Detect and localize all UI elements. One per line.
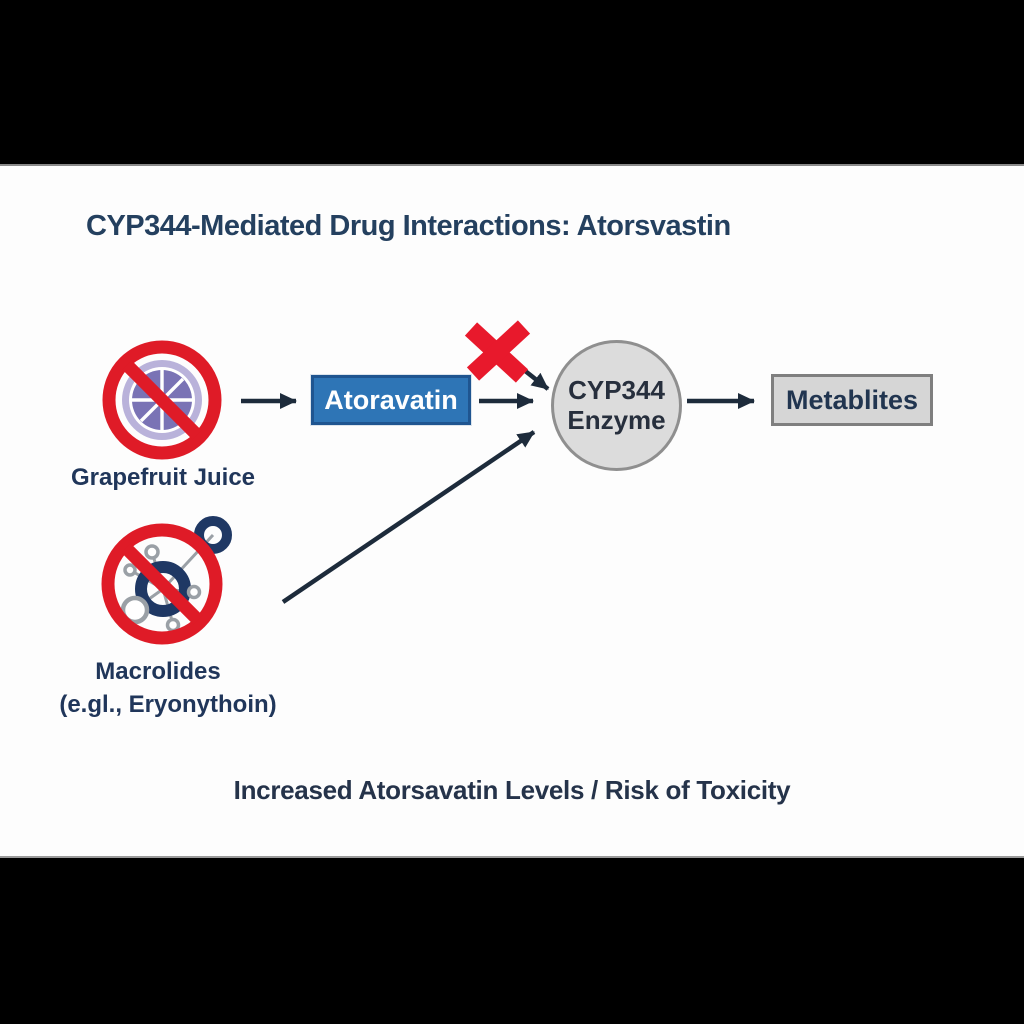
no-grapefruit-icon <box>102 340 222 460</box>
prohibition-sign <box>101 523 223 645</box>
footer-caption: Increased Atorsavatin Levels / Risk of T… <box>233 775 791 805</box>
enzyme-node-label-line2: Enzyme <box>567 404 666 435</box>
drug-node-label: Atoravatin <box>324 384 458 415</box>
macrolides-label: Macrolides <box>95 658 221 685</box>
metabolites-node-label: Metablites <box>785 384 919 415</box>
metabolites-node: Metablites <box>771 374 933 426</box>
grapefruit-label: Grapefruit Juice <box>70 464 256 491</box>
no-macrolide-icon <box>101 516 232 645</box>
diagram-canvas: CYP344-Mediated Drug Interactions: Ators… <box>0 164 1024 858</box>
enzyme-node: CYP344 Enzyme <box>551 340 682 471</box>
inhibition-cross-icon <box>464 320 531 383</box>
arrow-macrolides-to-enzyme <box>281 430 536 604</box>
macrolides-sublabel: (e.gl., Eryonythoin) <box>59 691 277 718</box>
enzyme-node-label-line1: CYP344 <box>568 374 665 405</box>
drug-node: Atoravatin <box>311 375 471 425</box>
connector-overlay <box>241 320 755 604</box>
prohibition-sign <box>102 340 222 460</box>
diagram-title: CYP344-Mediated Drug Interactions: Ators… <box>86 210 731 242</box>
arrow-cross-to-enzyme <box>522 368 550 391</box>
